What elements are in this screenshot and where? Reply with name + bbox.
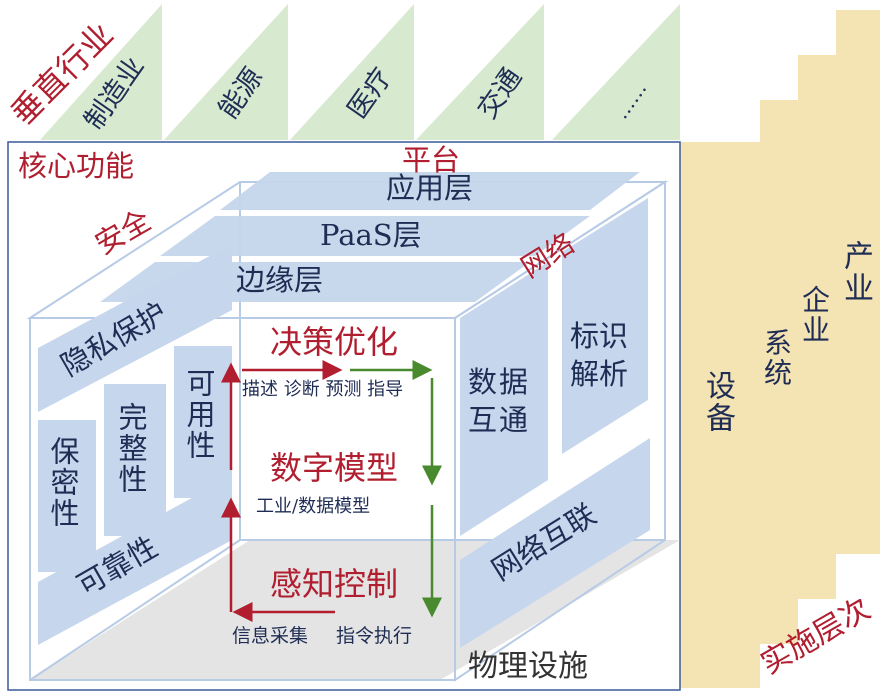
identifier-panel	[562, 198, 648, 454]
decision-sub-label: 描述 诊断 预测 指导	[242, 379, 404, 400]
edge-layer-label: 边缘层	[236, 263, 324, 297]
industry-triangles	[40, 4, 680, 140]
industry-triangle-4	[416, 4, 544, 140]
industry-triangle-1	[40, 4, 162, 140]
core-frame	[7, 141, 681, 691]
level-industry: 产业	[838, 240, 873, 304]
paas-layer-panel	[160, 216, 590, 256]
integrity-panel	[104, 384, 166, 536]
sense-sub-right-label: 指令执行	[336, 625, 413, 647]
cube-outline	[26, 180, 669, 682]
integrity-label: 完整性	[114, 402, 148, 495]
data-interop-label: 数据互通	[468, 365, 531, 437]
reliability-panel	[38, 476, 232, 645]
level-enterprise: 企业	[798, 285, 831, 345]
data-interop-panel	[460, 262, 548, 536]
physical-title: 物理设施	[468, 649, 588, 684]
confidentiality-panel	[38, 420, 96, 572]
net-interconnect-panel	[460, 438, 650, 648]
paas-layer-label: PaaS层	[320, 218, 422, 252]
model-sub-label: 工业/数据模型	[256, 496, 371, 517]
confidentiality-label: 保密性	[46, 436, 80, 529]
model-label: 数字模型	[270, 449, 399, 487]
app-layer-label: 应用层	[386, 171, 474, 205]
platform-title: 平台	[402, 143, 461, 177]
industry-triangle-2	[164, 4, 288, 140]
decision-label: 决策优化	[270, 323, 399, 361]
privacy-panel	[38, 244, 232, 412]
sense-label: 感知控制	[270, 565, 399, 603]
level-bar-enterprise	[798, 55, 836, 599]
level-device: 设备	[700, 370, 735, 434]
identifier-label: 标识解析	[570, 319, 629, 391]
level-bar-system	[760, 100, 798, 644]
industry-triangle-3	[290, 4, 414, 140]
app-layer-panel	[220, 172, 640, 210]
implementation-bars	[680, 10, 880, 688]
availability-label: 可用性	[182, 368, 216, 461]
security-panels	[38, 244, 232, 645]
loop-arrows	[221, 360, 442, 622]
industry-triangle-5	[552, 4, 680, 140]
level-bar-device	[680, 142, 760, 688]
core-title: 核心功能	[18, 149, 135, 183]
sense-sub-left-label: 信息采集	[232, 625, 309, 647]
network-panels	[460, 198, 650, 648]
level-system: 系统	[760, 328, 793, 388]
level-bar-industry	[836, 10, 880, 554]
